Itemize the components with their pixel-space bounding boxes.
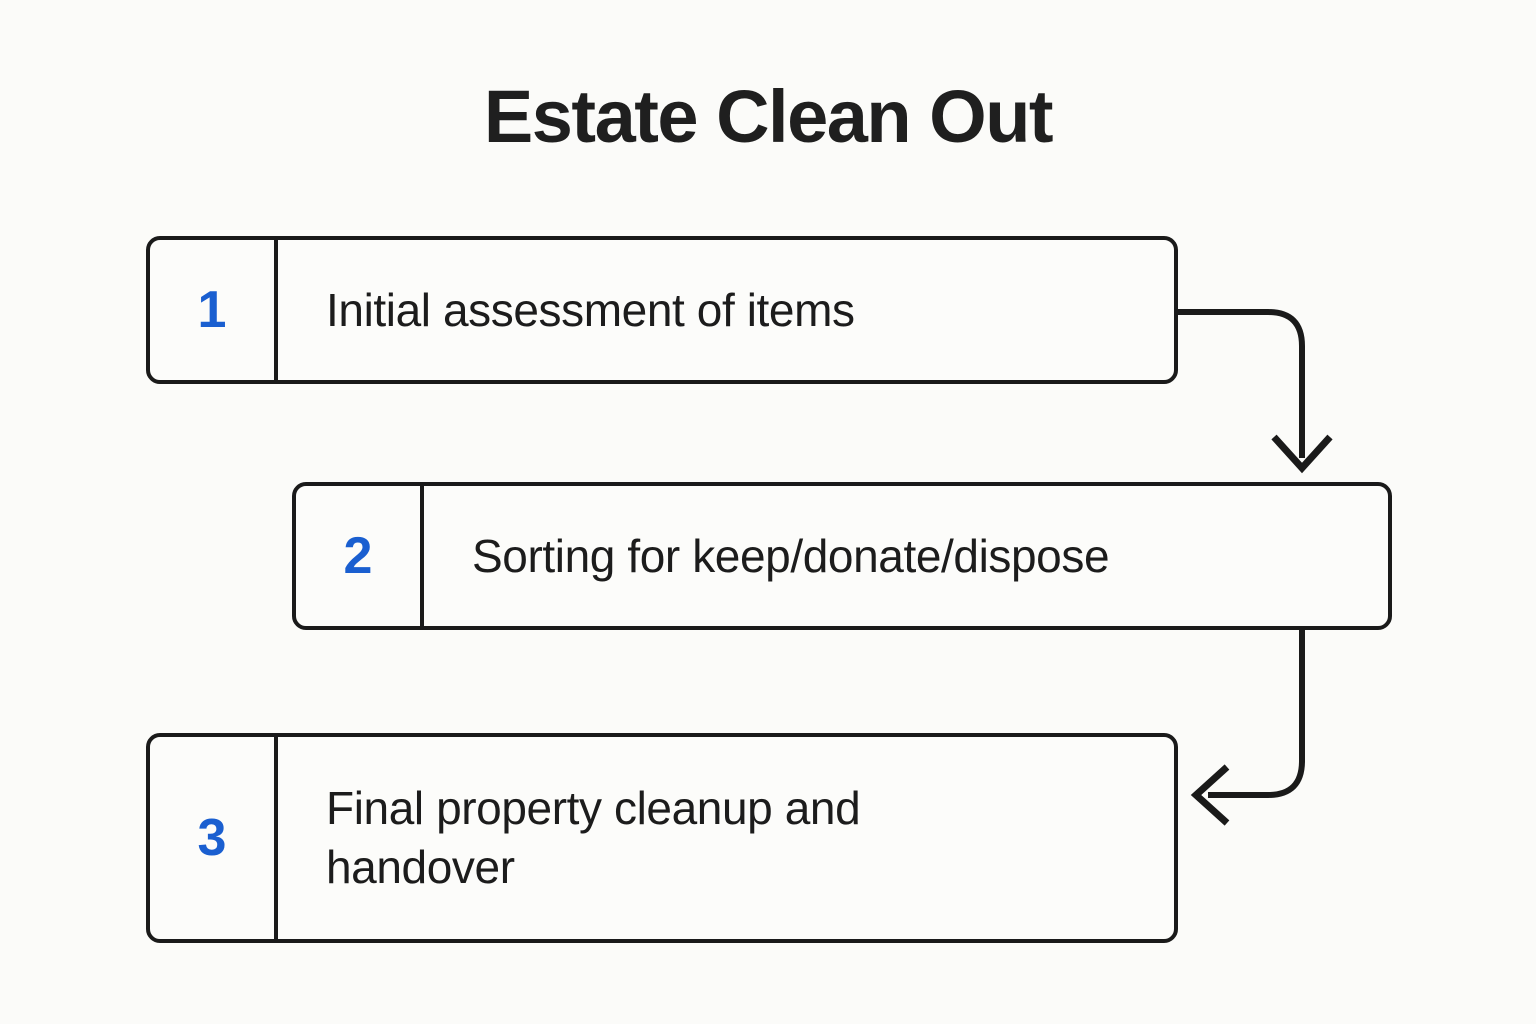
step-2-label-cell: Sorting for keep/donate/dispose bbox=[424, 486, 1388, 626]
connector-2-to-3-arrow bbox=[1190, 630, 1305, 826]
step-3-number-cell: 3 bbox=[150, 737, 278, 939]
connector-1-to-2-arrow bbox=[1178, 309, 1333, 474]
step-box-3[interactable]: 3 Final property cleanup and handover bbox=[146, 733, 1178, 943]
step-1-number-cell: 1 bbox=[150, 240, 278, 380]
step-1-number: 1 bbox=[197, 281, 227, 339]
step-2-number: 2 bbox=[343, 527, 373, 585]
step-box-2[interactable]: 2 Sorting for keep/donate/dispose bbox=[292, 482, 1392, 630]
page-title: Estate Clean Out bbox=[483, 75, 1054, 158]
step-3-label: Final property cleanup and handover bbox=[326, 782, 861, 893]
step-2-number-cell: 2 bbox=[296, 486, 424, 626]
step-3-label-cell: Final property cleanup and handover bbox=[278, 737, 1174, 939]
step-box-1[interactable]: 1 Initial assessment of items bbox=[146, 236, 1178, 384]
step-1-label: Initial assessment of items bbox=[326, 283, 855, 336]
step-3-number: 3 bbox=[197, 809, 227, 867]
step-2-label: Sorting for keep/donate/dispose bbox=[472, 529, 1110, 582]
step-1-label-cell: Initial assessment of items bbox=[278, 240, 1174, 380]
